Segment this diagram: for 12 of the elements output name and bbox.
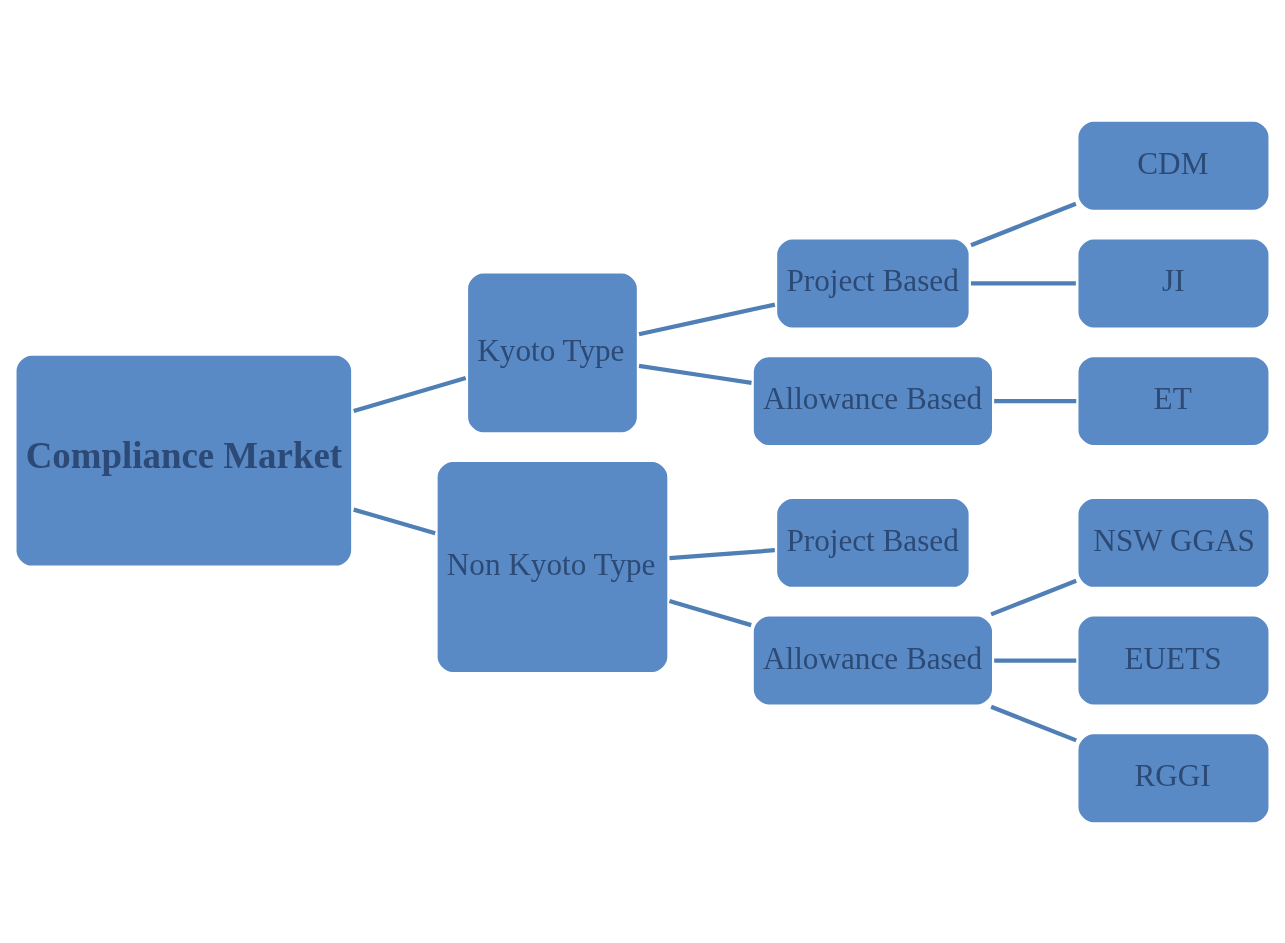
connector bbox=[638, 302, 776, 336]
connector bbox=[638, 363, 752, 385]
connector bbox=[994, 657, 1077, 663]
connector bbox=[353, 375, 467, 413]
connector bbox=[990, 704, 1077, 742]
connector bbox=[990, 578, 1077, 616]
connector bbox=[353, 507, 436, 535]
connector bbox=[669, 547, 775, 560]
connector bbox=[971, 280, 1076, 286]
connector bbox=[970, 201, 1077, 247]
connector bbox=[994, 398, 1077, 403]
connector bbox=[668, 598, 752, 627]
